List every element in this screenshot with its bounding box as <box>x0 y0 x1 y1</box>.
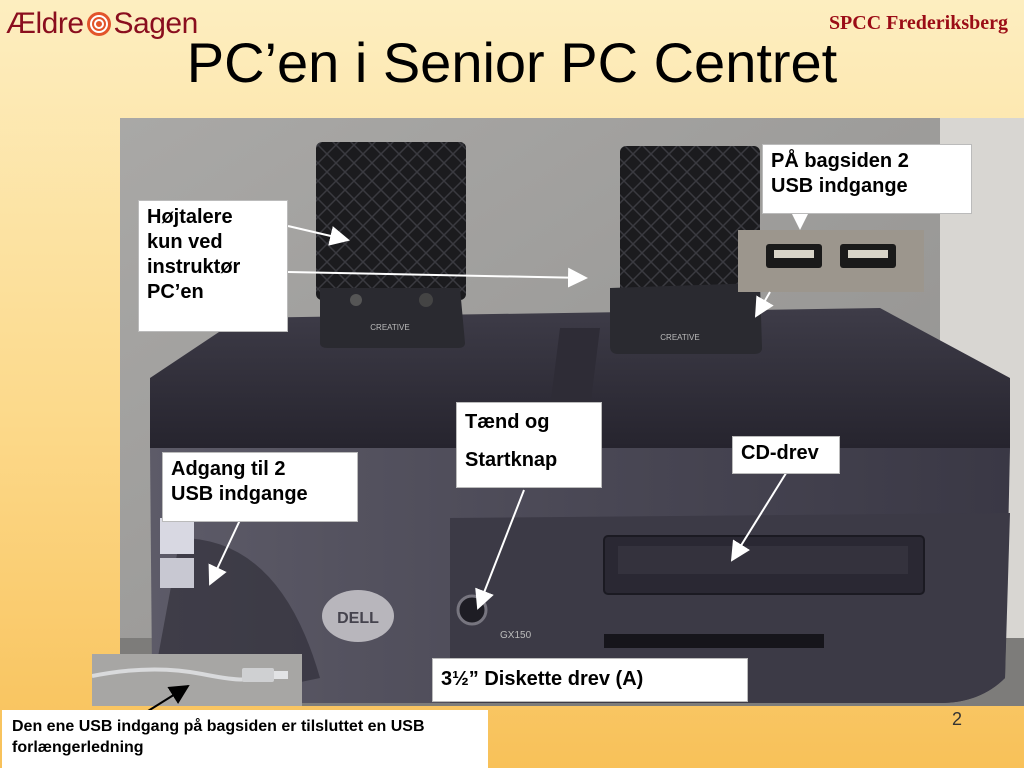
callout-usb-front-line-1: Adgang til 2 <box>171 458 286 480</box>
callout-usb-front: Adgang til 2 USB indgange <box>162 452 358 522</box>
callout-speakers: Højtalere kun ved instruktør PC’en <box>138 200 288 332</box>
callout-usb-front-line-2: USB indgange <box>171 483 308 505</box>
callout-power-line-1: Tænd og <box>465 411 550 433</box>
usb-extension-note: Den ene USB indgang på bagsiden er tilsl… <box>2 710 488 768</box>
callout-speakers-line-4: PC’en <box>147 281 204 303</box>
usb-cable-photo <box>92 654 302 706</box>
callout-speakers-line-2: kun ved <box>147 231 223 253</box>
callout-cd-line-1: CD-drev <box>741 442 819 464</box>
page-number: 2 <box>951 709 962 729</box>
slide-title: PC’en i Senior PC Centret <box>186 31 838 94</box>
left-speaker-brand: CREATIVE <box>370 323 409 332</box>
callout-speakers-line-3: instruktør <box>147 256 241 278</box>
usb-ports-inset <box>738 230 924 292</box>
callout-floppy-line-1: 3½” Diskette drev (A) <box>441 668 644 690</box>
aeldre-sagen-logo: Ældre Sagen <box>6 6 198 42</box>
callout-usb-back-line-1: PÅ bagsiden 2 <box>771 150 909 172</box>
callout-power: Tænd og Startknap <box>456 402 602 488</box>
callout-power-line-2: Startknap <box>465 449 558 471</box>
callout-floppy: 3½” Diskette drev (A) <box>432 658 748 702</box>
logo-text-right: Sagen <box>113 7 199 40</box>
callout-cd: CD-drev <box>732 436 840 474</box>
dell-logo-text: DELL <box>337 610 379 627</box>
logo-text-left: Ældre <box>6 7 84 40</box>
swirl-icon <box>86 12 111 36</box>
callout-usb-back: PÅ bagsiden 2 USB indgange <box>762 144 972 214</box>
organization-label: SPCC Frederiksberg <box>828 12 1008 34</box>
callout-speakers-line-1: Højtalere <box>147 206 233 228</box>
model-label: GX150 <box>500 630 532 641</box>
right-speaker-brand: CREATIVE <box>660 333 699 342</box>
callout-usb-back-line-2: USB indgange <box>771 175 908 197</box>
